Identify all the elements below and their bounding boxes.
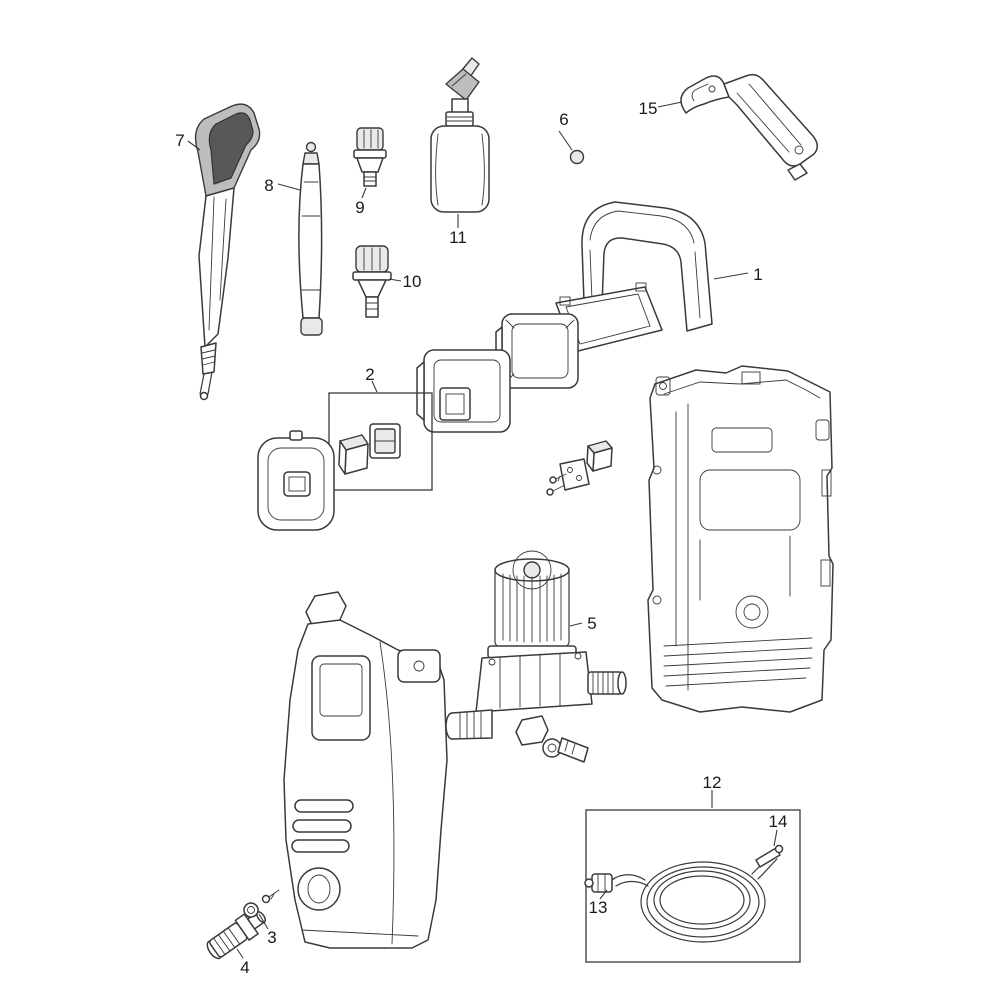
part-label-3: 3 xyxy=(267,928,276,947)
part-6-fastener xyxy=(569,149,585,165)
part-3-washer-screw xyxy=(243,889,280,918)
part-label-15: 15 xyxy=(639,99,658,118)
part-5-motor-pump xyxy=(445,550,627,763)
part-13-hose-connector xyxy=(584,873,613,893)
part-label-6: 6 xyxy=(559,110,568,129)
part-label-12: 12 xyxy=(703,773,722,792)
rear-housing-panel xyxy=(647,365,834,713)
part-11-detergent-bottle xyxy=(430,57,490,213)
part-1-carry-handle xyxy=(581,201,713,332)
part-10-nozzle xyxy=(352,245,392,318)
front-housing-body xyxy=(283,591,448,949)
part-label-11: 11 xyxy=(449,228,467,247)
part-4-inlet-coupling xyxy=(206,911,267,960)
part-label-1: 1 xyxy=(753,265,762,284)
part-9-nozzle xyxy=(353,127,387,187)
part-label-10: 10 xyxy=(403,272,422,291)
part-2-switch-kit xyxy=(328,392,433,491)
part-label-14: 14 xyxy=(769,812,788,831)
part-label-4: 4 xyxy=(240,958,249,977)
part-label-5: 5 xyxy=(587,614,596,633)
part-12-hose-kit xyxy=(584,809,801,963)
gasket-seal-plate xyxy=(257,430,335,531)
part-label-8: 8 xyxy=(264,176,273,195)
part-15-hose-hook-bracket xyxy=(680,73,818,181)
part-14-hose-nipple xyxy=(755,844,784,868)
part-8-lance xyxy=(298,141,323,336)
micro-switch-and-bracket xyxy=(546,440,613,496)
part-label-2: 2 xyxy=(365,365,374,384)
part-label-7: 7 xyxy=(175,131,184,150)
part-7-spray-gun xyxy=(194,103,261,401)
part-label-13: 13 xyxy=(589,898,608,917)
part-label-9: 9 xyxy=(355,198,364,217)
leader-lines xyxy=(187,101,778,959)
part-labels: 7 8 9 10 11 6 15 1 2 5 12 14 13 3 4 xyxy=(175,99,787,977)
cover-box-lower xyxy=(416,349,511,433)
